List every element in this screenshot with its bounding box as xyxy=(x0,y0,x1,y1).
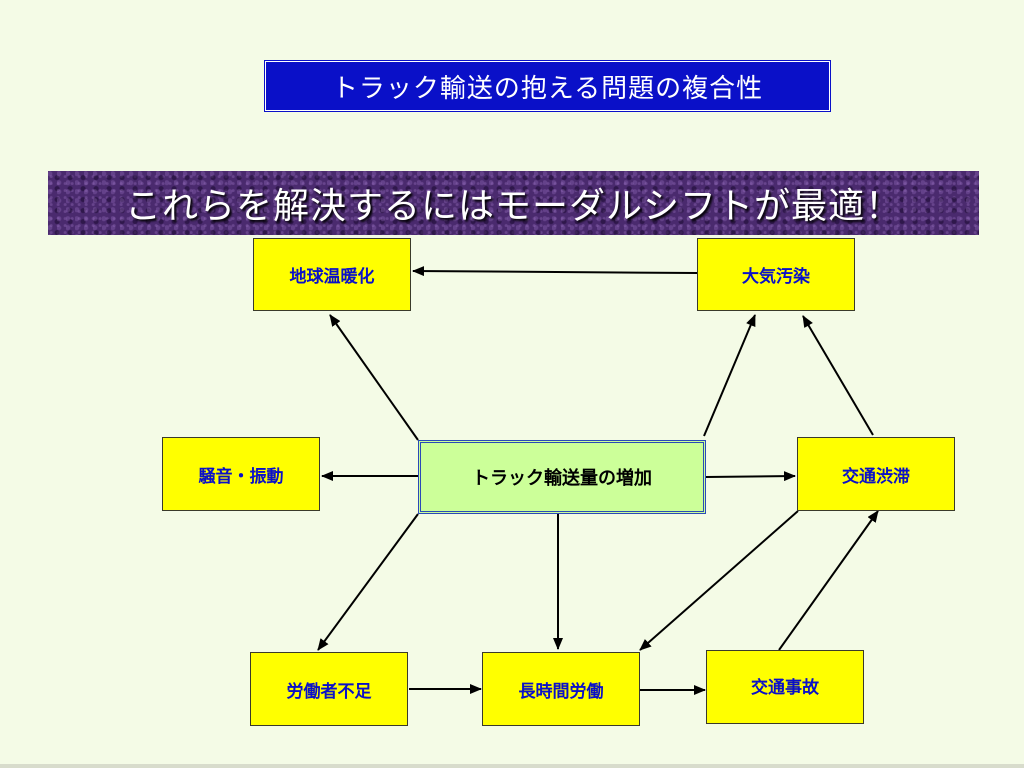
arrow-traffic-jam-to-air-pollution xyxy=(802,315,874,436)
arrow-truck-to-traffic-jam xyxy=(705,471,796,482)
arrow-traffic-jam-to-long-hours xyxy=(639,510,799,651)
node-noise-vibration: 騒音・振動 xyxy=(162,437,320,511)
node-traffic-jam: 交通渋滞 xyxy=(797,437,955,511)
arrow-air-pollution-to-global-warming xyxy=(412,266,698,277)
arrow-truck-to-air-pollution xyxy=(703,314,756,437)
arrow-truck-to-labor-shortage xyxy=(317,513,419,651)
arrow-accident-to-traffic-jam xyxy=(778,510,879,651)
node-traffic-accident: 交通事故 xyxy=(706,650,864,724)
page-title: トラック輸送の抱える問題の複合性 xyxy=(264,60,831,112)
bottom-divider xyxy=(0,764,1024,768)
conclusion-banner: これらを解決するにはモーダルシフトが最適！ xyxy=(48,171,979,235)
node-truck-transport-increase: トラック輸送量の増加 xyxy=(418,440,706,514)
node-global-warming: 地球温暖化 xyxy=(253,238,411,311)
node-long-working-hours: 長時間労働 xyxy=(482,652,640,726)
node-labor-shortage: 労働者不足 xyxy=(250,652,408,726)
arrow-truck-to-global-warming xyxy=(329,314,419,441)
node-air-pollution: 大気汚染 xyxy=(697,238,855,311)
